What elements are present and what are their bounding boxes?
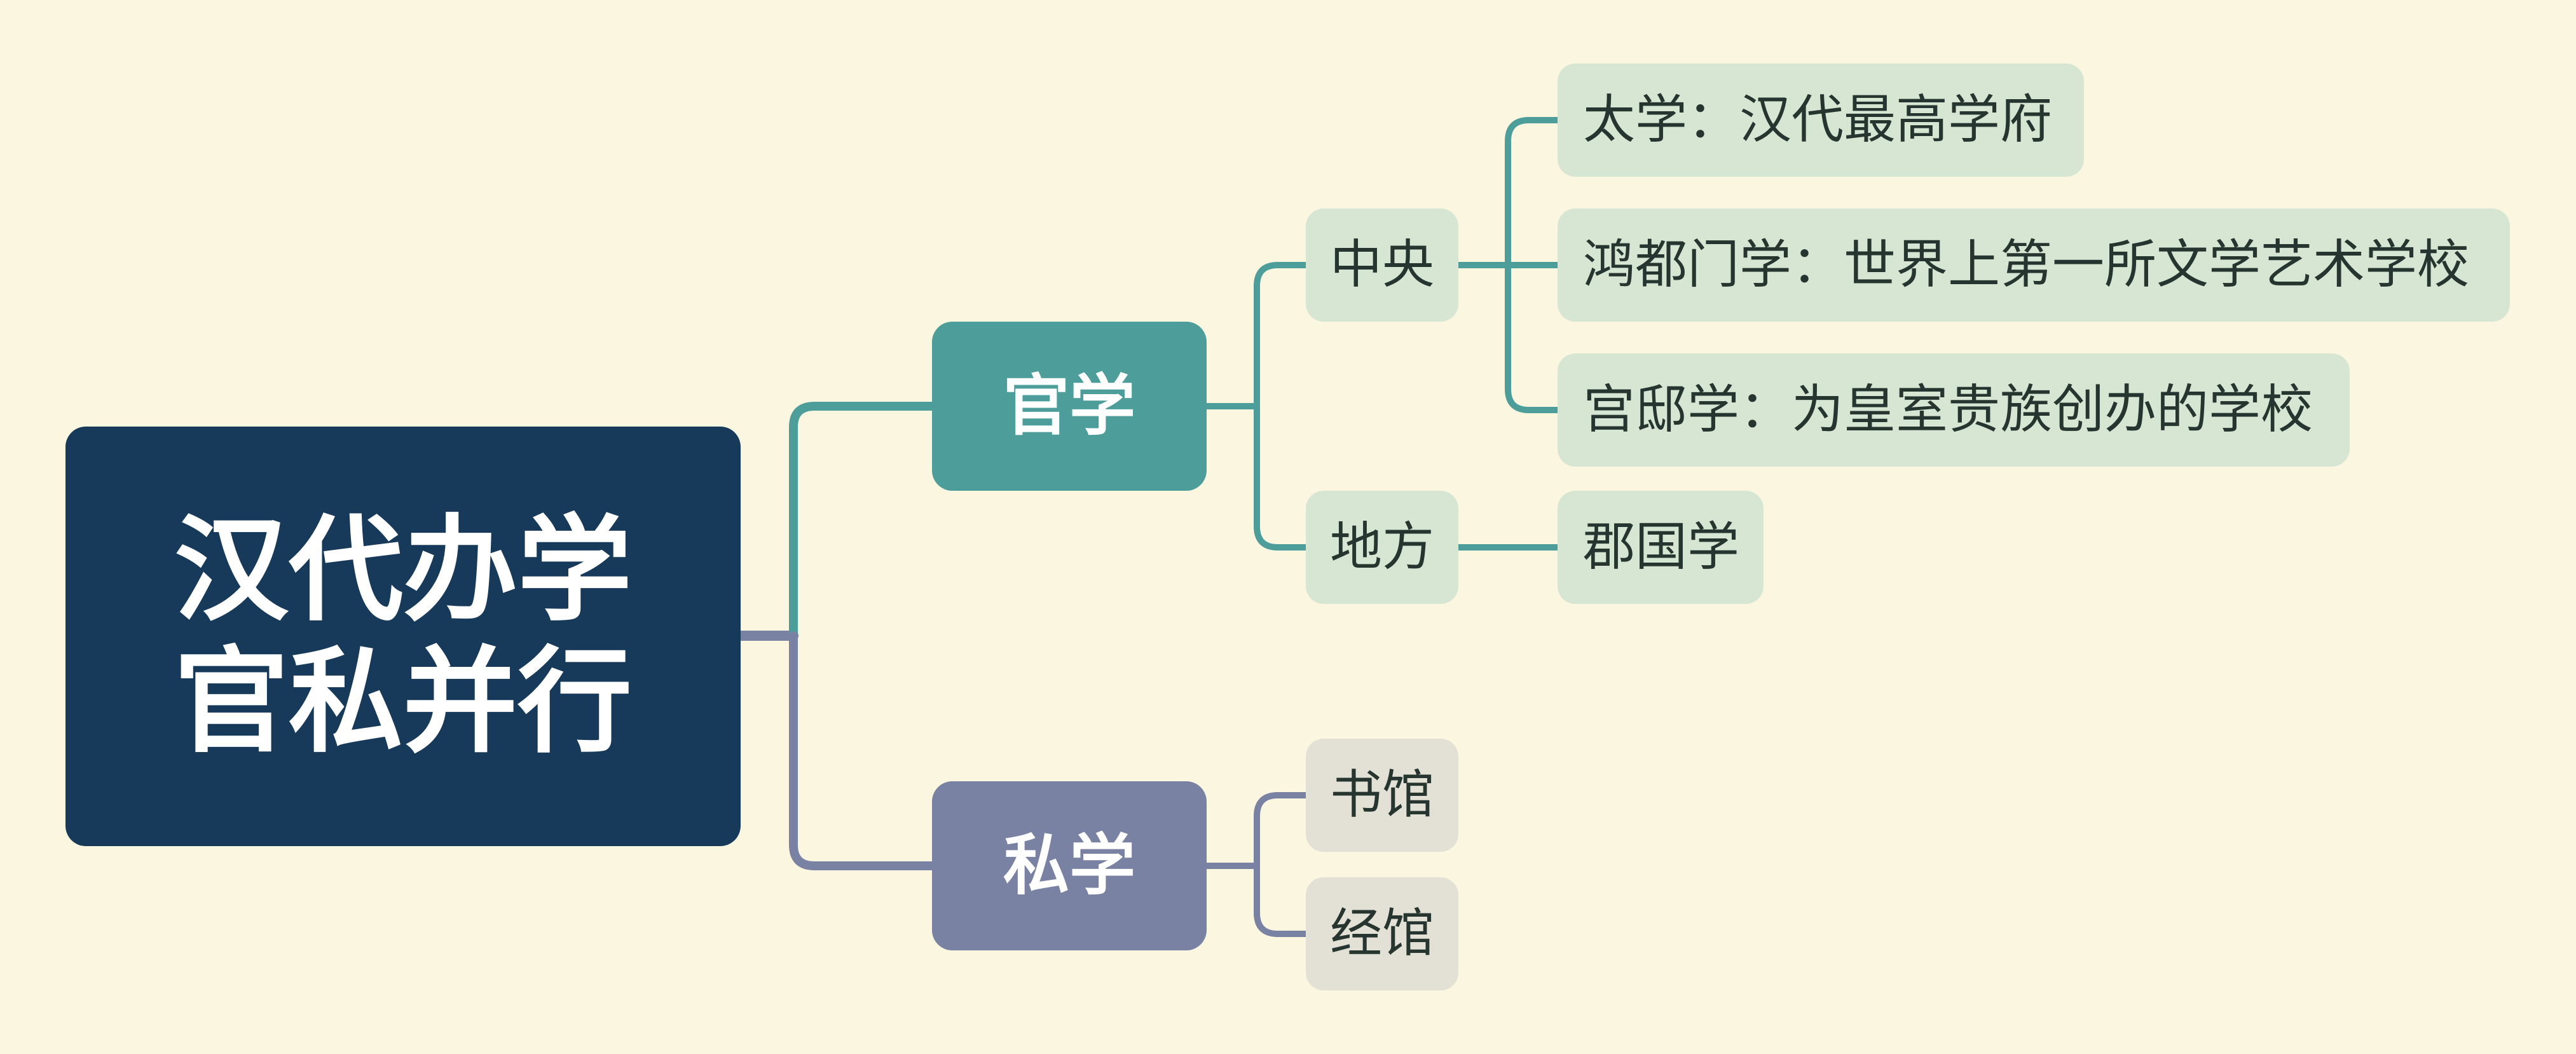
taixue-node: 太学：汉代最高学府 xyxy=(1558,64,2084,177)
central-connector xyxy=(1254,262,1309,409)
junguo-node: 郡国学 xyxy=(1558,491,1764,604)
hongdu-node: 鸿都门学：世界上第一所文学艺术学校 xyxy=(1558,209,2510,322)
shuguan-node: 书馆 xyxy=(1306,739,1458,852)
jingguan-node: 经馆 xyxy=(1306,877,1458,990)
taixue-connector xyxy=(1505,117,1561,268)
gongdi-connector xyxy=(1505,262,1561,413)
jingguan-connector xyxy=(1254,863,1309,937)
private-school-node: 私学 xyxy=(932,781,1207,950)
official-connector xyxy=(789,402,936,640)
central-node: 中央 xyxy=(1306,209,1458,322)
private-connector xyxy=(789,631,936,870)
root-node: 汉代办学 官私并行 xyxy=(65,427,741,846)
local-connector xyxy=(1254,403,1309,551)
gongdi-node: 宫邸学：为皇室贵族创办的学校 xyxy=(1558,353,2350,467)
official-school-node: 官学 xyxy=(932,322,1207,491)
local-node: 地方 xyxy=(1306,491,1458,604)
root-title-line-1: 汉代办学 xyxy=(174,504,632,637)
root-title-line-2: 官私并行 xyxy=(174,636,632,769)
shuguan-connector xyxy=(1254,792,1309,869)
